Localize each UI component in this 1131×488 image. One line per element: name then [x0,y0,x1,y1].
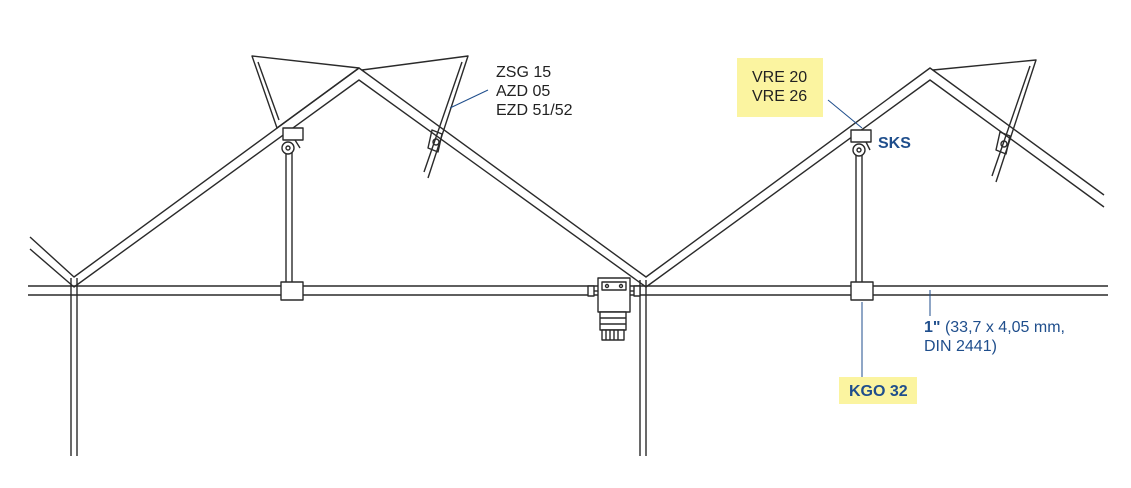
kgo-highlight [839,377,917,404]
roof-truss-inner [29,79,1105,288]
vent-window-mid [361,55,469,179]
roof-truss-outer [29,67,1105,278]
vent-window-right [932,59,1037,183]
label-azd: AZD 05 [496,83,551,100]
label-group-vent-drive: ZSG 15 AZD 05 EZD 51/52 [496,63,572,120]
gear-motor-flange-right [633,285,641,297]
rack-connector-left [280,281,304,301]
pinion-housing-right [850,129,872,143]
label-group-vre: VRE 20 VRE 26 [752,68,807,106]
gear-motor-flange-left [587,285,595,297]
pinion-wheel-left [281,141,295,155]
rack-connector-right [850,281,874,301]
leader-zsg [449,89,489,109]
label-ezd: EZD 51/52 [496,102,573,119]
label-sks: SKS [878,135,911,152]
label-group-pipe: 1" (33,7 x 4,05 mm, DIN 2441) [924,318,1065,356]
leader-vre [827,99,863,129]
pinion-housing-left [282,127,304,141]
label-pipe-spec-2: DIN 2441) [924,338,997,355]
label-pipe-spec-1: (33,7 x 4,05 mm, [944,319,1065,336]
vent-window-left [251,55,360,129]
label-zsg: ZSG 15 [496,64,552,81]
gear-motor-body [599,311,627,331]
gear-motor-fan [601,329,625,341]
label-vre26: VRE 26 [752,88,808,105]
pinion-wheel-right [852,143,866,157]
vre-highlight [737,58,823,117]
label-kgo: KGO 32 [849,383,908,400]
label-pipe-size: 1" [924,319,941,336]
gear-motor-housing [597,277,631,313]
label-vre20: VRE 20 [752,69,808,86]
